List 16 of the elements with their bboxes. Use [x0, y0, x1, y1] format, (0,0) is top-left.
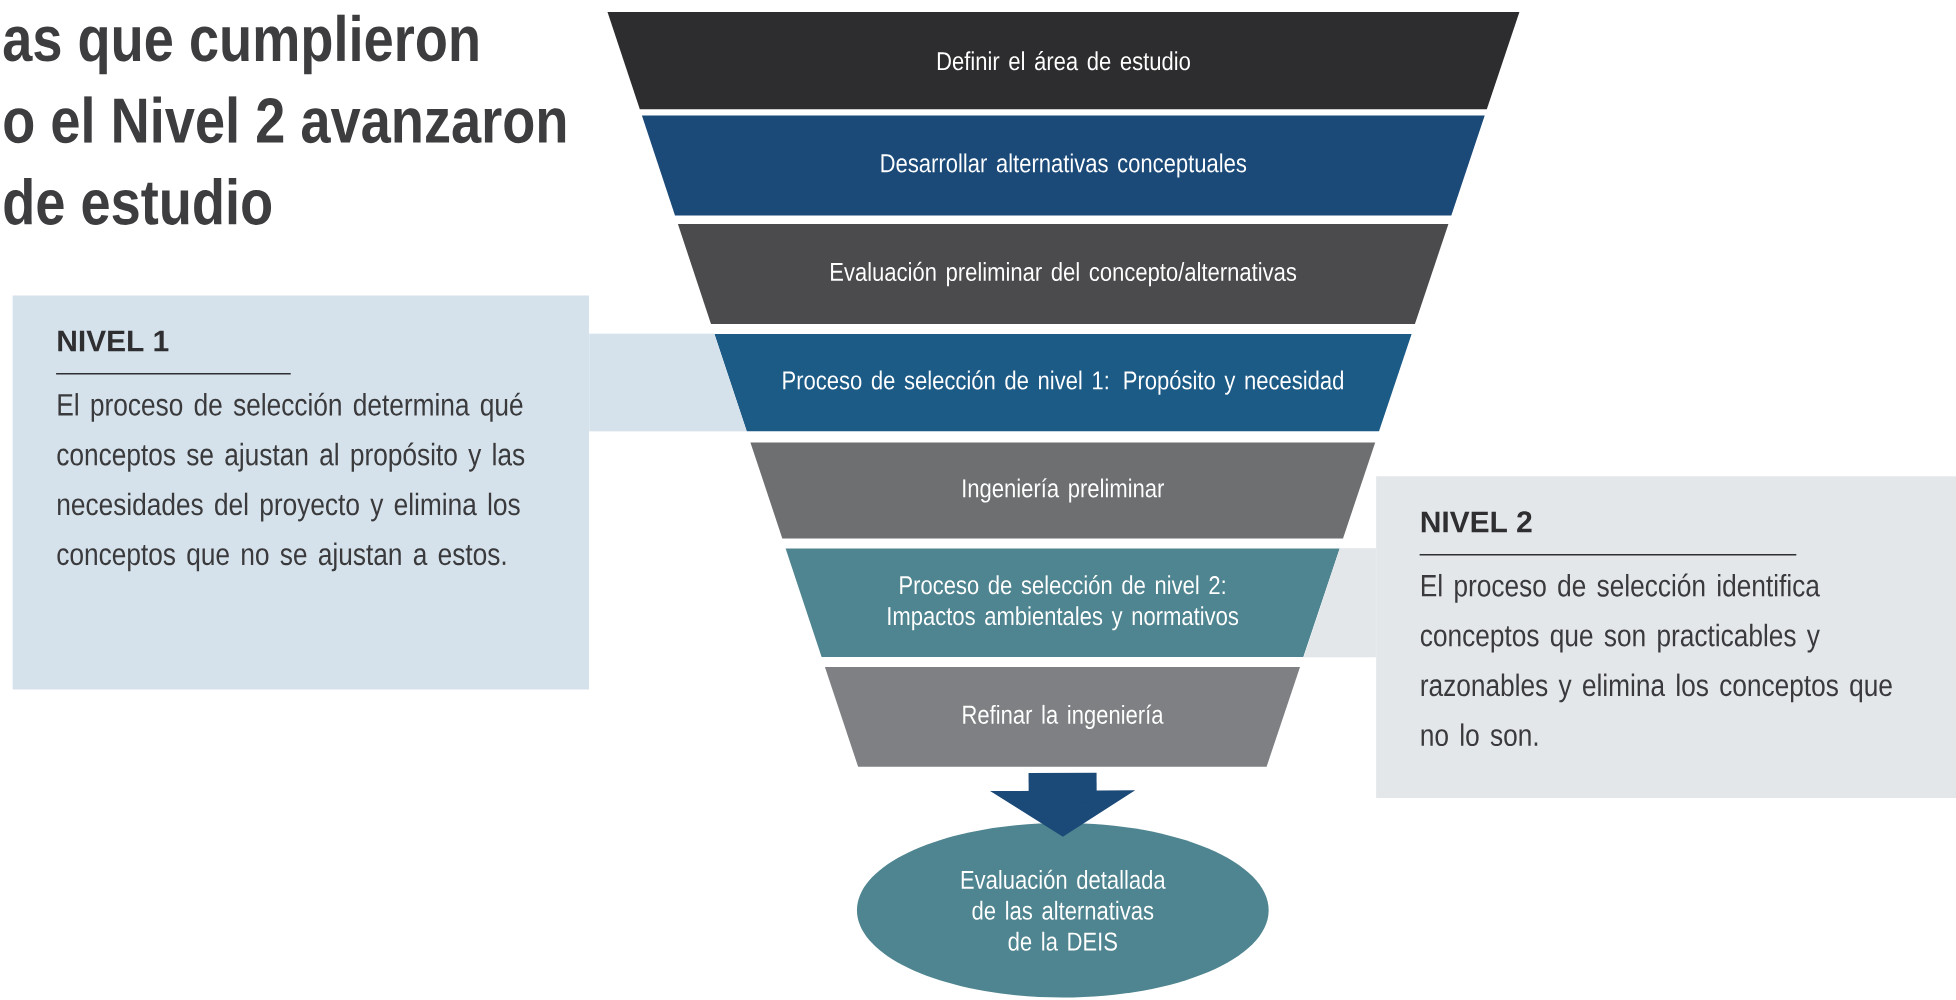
- connector-wedge: [589, 333, 747, 432]
- funnel-band: Ingeniería preliminar: [750, 442, 1376, 539]
- funnel-band: Evaluación preliminar del concepto/alternativas: [677, 224, 1449, 324]
- callout-panel: [1376, 476, 1956, 799]
- panel-text: El proceso de selección identifica conceptos que son practicables y razonables y elimina los conceptos que no lo son.: [1420, 573, 1892, 747]
- title: as que cumplieron o el Nivel 2 avanzaron de estudio: [3, 14, 566, 225]
- panel-text: El proceso de selección determina qué conceptos se ajustan al propósito y las necesidades del proyecto y elimina los conceptos que no se ajustan a estos.: [57, 392, 525, 572]
- panel-heading: NIVEL 2: [1421, 511, 1532, 533]
- funnel-band: Proceso de selección de nivel 1: Propósito y necesidad: [714, 333, 1412, 432]
- funnel-band: Proceso de selección de nivel 2: Impactos ambientales y normativos: [785, 548, 1340, 657]
- funnel-band: Desarrollar alternativas conceptuales: [641, 115, 1485, 216]
- panel-heading: NIVEL 1: [58, 330, 169, 352]
- callout-panel: [12, 295, 589, 690]
- funnel-band: Refinar la ingeniería: [824, 666, 1300, 767]
- connector-wedge: [1303, 548, 1376, 658]
- funnel-band: Definir el área de estudio: [607, 12, 1520, 110]
